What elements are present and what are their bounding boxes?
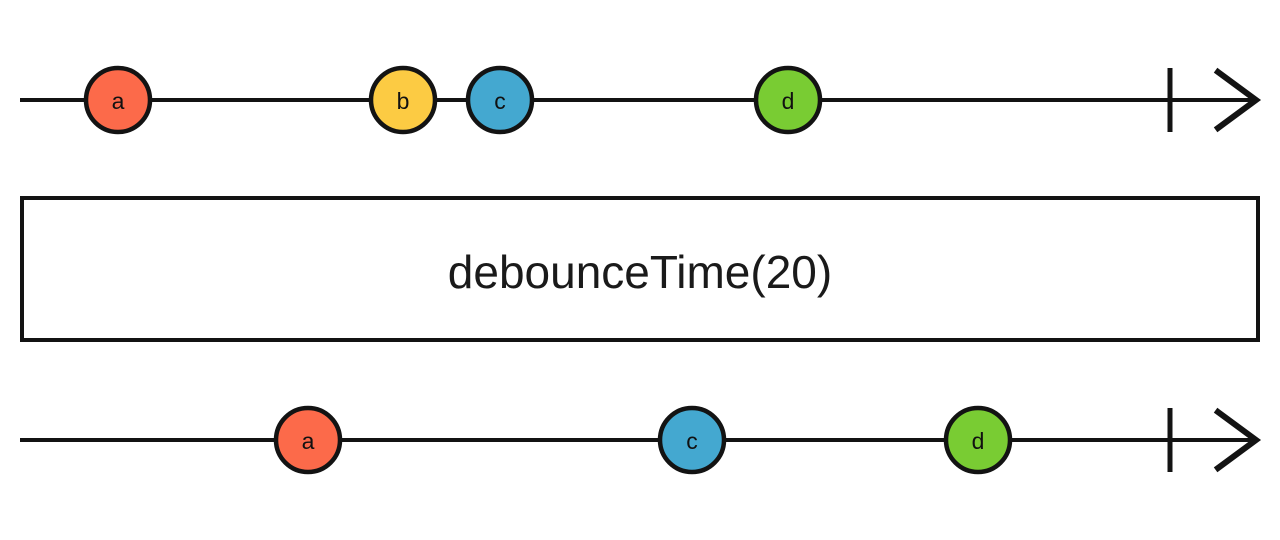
source-marble-c[interactable]: c: [465, 65, 535, 135]
result-marble-d[interactable]: d: [943, 405, 1013, 475]
marble-circle: [465, 65, 535, 135]
marble-circle: [943, 405, 1013, 475]
result-arrow-head-icon: [1213, 407, 1262, 473]
result-timeline: a c d: [20, 405, 1262, 475]
result-marble-c[interactable]: c: [657, 405, 727, 475]
marble-label: a: [302, 428, 315, 454]
marble-circle: [368, 65, 438, 135]
operator-box[interactable]: debounceTime(20): [20, 196, 1260, 342]
marble-label: a: [112, 88, 125, 114]
operator-box-border: [20, 196, 1260, 342]
marble-circle: [273, 405, 343, 475]
operator-box-label: debounceTime(20): [448, 246, 832, 298]
source-arrow-head-icon: [1213, 67, 1262, 133]
source-timeline: a b c d: [20, 65, 1262, 135]
source-marble-b[interactable]: b: [368, 65, 438, 135]
source-marble-a[interactable]: a: [83, 65, 153, 135]
marble-label: c: [686, 428, 698, 454]
marble-circle: [83, 65, 153, 135]
source-marble-d[interactable]: d: [753, 65, 823, 135]
marble-label: d: [782, 88, 795, 114]
marble-label: d: [972, 428, 985, 454]
marble-circle: [657, 405, 727, 475]
marble-label: c: [494, 88, 506, 114]
marble-label: b: [397, 88, 410, 114]
result-marble-a[interactable]: a: [273, 405, 343, 475]
marble-circle: [753, 65, 823, 135]
